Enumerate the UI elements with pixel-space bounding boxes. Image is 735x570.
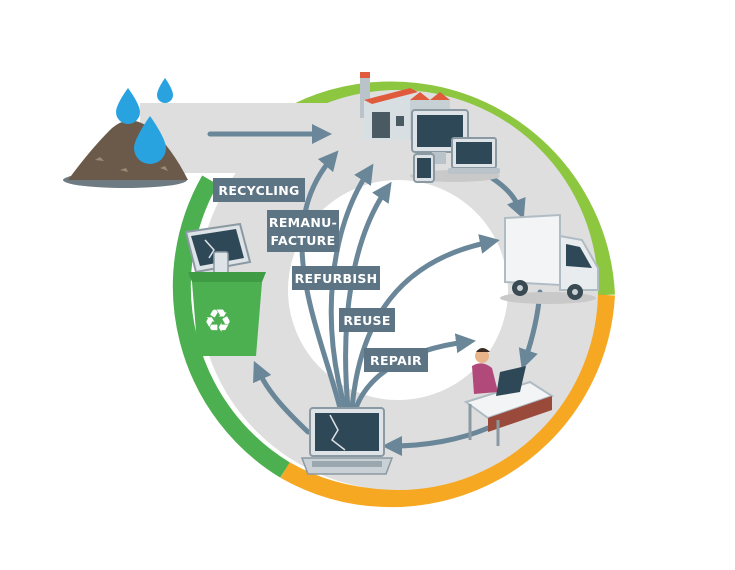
label-repair: REPAIR [364,348,428,372]
arrow-user-to-laptop [382,425,491,456]
label-refurbish: REFURBISH [292,266,380,290]
arrow-reuse [349,234,500,411]
recycle-bin-icon: ♻ [184,222,266,356]
svg-text:REFURBISH: REFURBISH [295,271,378,286]
person-at-desk-icon [463,348,555,446]
delivery-truck-icon [500,213,599,304]
broken-laptop-icon [300,407,394,475]
raw-material-pile-icon [63,78,188,188]
svg-text:REPAIR: REPAIR [370,353,422,368]
svg-text:REUSE: REUSE [343,313,390,328]
ring-segment-orange [280,294,615,508]
label-reuse: REUSE [339,308,395,332]
label-recycling: RECYCLING [213,178,305,202]
svg-text:FACTURE: FACTURE [271,233,336,248]
material-flow-band [140,103,380,173]
svg-text:REMANU-: REMANU- [269,215,337,230]
arrow-devices-to-truck [489,175,526,220]
svg-text:♻: ♻ [204,302,233,340]
ring-segment-green [172,175,290,478]
arrow-laptop-to-bin [253,360,311,435]
svg-text:RECYCLING: RECYCLING [218,183,299,198]
label-remanufacture: REMANU- FACTURE [267,210,339,252]
electronic-devices-icon [410,109,500,183]
